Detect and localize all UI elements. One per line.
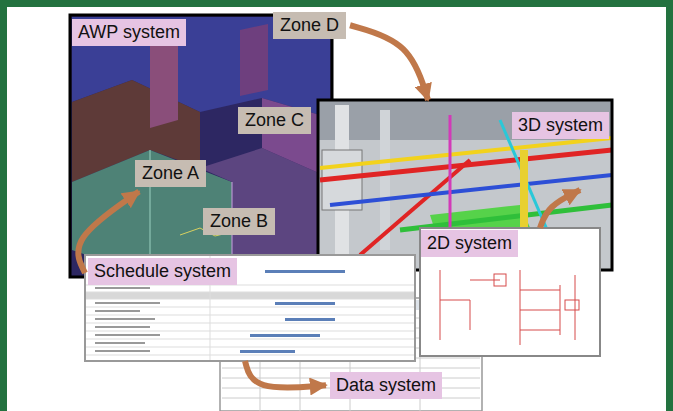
system-panel: Schedule system: [85, 255, 415, 361]
flow-arrow: [350, 25, 428, 100]
panel-label: Data system: [330, 372, 442, 399]
panel-border: [70, 15, 332, 277]
schematic-ground: [420, 228, 600, 356]
schedule-row: [86, 292, 414, 299]
ceiling: [318, 100, 612, 140]
2d-schematic: [420, 228, 600, 356]
schematic-symbol: [494, 274, 506, 286]
schematic-symbol: [565, 300, 579, 310]
awp-ground: [70, 15, 332, 277]
schedule-table: [85, 255, 415, 361]
panel-label: AWP system: [72, 19, 186, 46]
zone-box: Zone B: [203, 208, 275, 235]
zone-label: Zone D: [280, 14, 339, 37]
gantt-bar: [275, 302, 335, 305]
pipe: [330, 175, 612, 205]
zone-label: Zone C: [245, 109, 304, 132]
schedule-grid: [86, 256, 414, 360]
panel-label: Schedule system: [88, 258, 237, 285]
zone-box: Zone A: [135, 160, 206, 187]
gantt-bar: [285, 318, 335, 321]
flow-arrow: [540, 190, 580, 228]
gantt-bar: [250, 334, 320, 337]
flow-arrow: [245, 361, 326, 388]
zone-label: Zone A: [142, 162, 199, 185]
gantt-bar: [265, 270, 345, 273]
schematic-wires: [440, 270, 575, 345]
panel-label: 2D system: [421, 230, 518, 257]
panel-label: 3D system: [512, 112, 609, 139]
zone-label: Zone B: [210, 210, 268, 233]
column: [520, 150, 528, 230]
schedule-ground: [85, 255, 415, 361]
zone-box: Zone D: [273, 12, 346, 39]
pipe: [320, 138, 612, 168]
pipe: [400, 205, 612, 230]
schedule-cells: [95, 288, 160, 351]
zone-box: Zone C: [238, 107, 311, 134]
zone-volume: [240, 24, 268, 96]
system-panel: Data system: [220, 298, 482, 411]
awp-render: [70, 15, 332, 277]
gantt-bar: [240, 350, 295, 353]
system-panel: 2D system: [420, 228, 600, 356]
pipe: [449, 115, 452, 240]
system-panel: AWP systemZone DZone CZone AZone B: [70, 15, 332, 277]
